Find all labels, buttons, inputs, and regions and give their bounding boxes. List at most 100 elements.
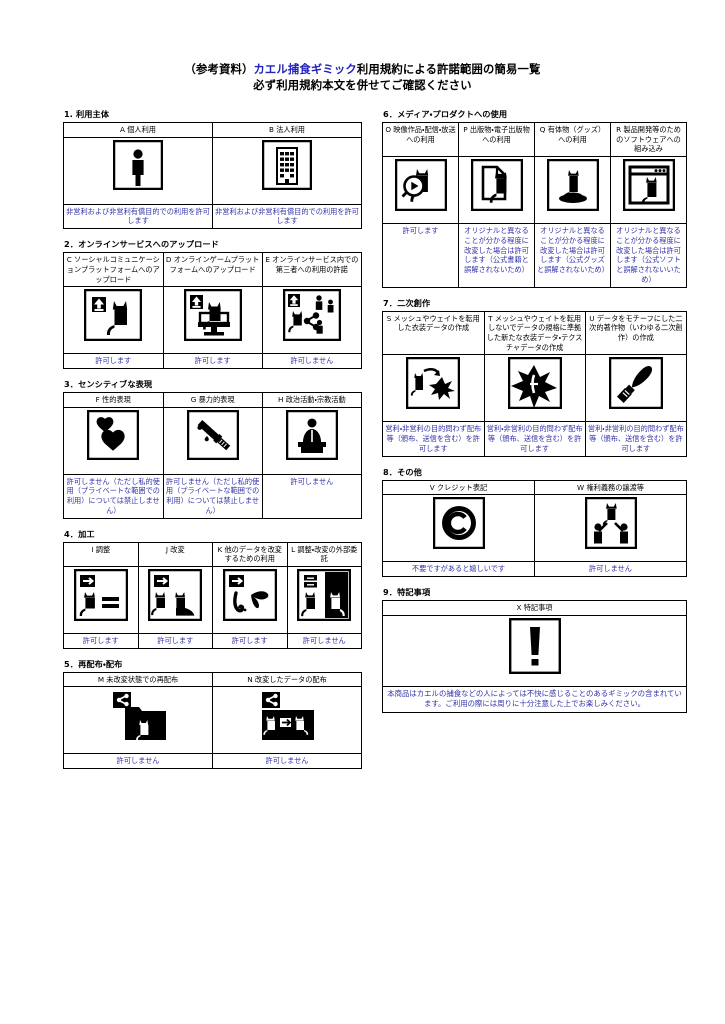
cell-icon-B bbox=[212, 136, 362, 205]
table-row: C ソーシャルコミュニケーションプラットフォームへのアップロード D オンライン… bbox=[63, 252, 363, 288]
section-3-table: F 性的表現 G 暴力的表現 H 政治活動・宗教活動 bbox=[63, 391, 363, 519]
cell-result-K: 許可します bbox=[212, 633, 288, 649]
exclamation-icon bbox=[508, 617, 561, 674]
cell-header-Q: Q 有体物（グッズ）への利用 bbox=[534, 122, 611, 157]
cell-icon-F bbox=[63, 406, 164, 475]
cell-header-P: P 出版物・電子出版物への利用 bbox=[458, 122, 535, 157]
cell-icon-J bbox=[137, 566, 213, 635]
table-row bbox=[63, 136, 362, 205]
cell-header-C: C ソーシャルコミュニケーションプラットフォームへのアップロード bbox=[63, 252, 164, 288]
cell-header-K: K 他のデータを改変するための利用 bbox=[212, 541, 288, 568]
table-row: V クレジット表記 W 権利義務の譲渡等 bbox=[382, 479, 687, 496]
title-product-name: カエル捕食ギミック bbox=[253, 63, 357, 76]
table-row bbox=[63, 286, 363, 355]
cell-result-E: 許可しません bbox=[261, 353, 363, 369]
cell-result-L: 許可しません bbox=[286, 633, 362, 649]
table-row: 許可しません（ただし私的使用（プライベートな範囲での利用）については禁止しません… bbox=[63, 473, 363, 519]
table-row: 本商品はカエルの捕食などの人によっては不快に感じることのあるギミックの含まれてい… bbox=[382, 685, 687, 713]
cell-result-B: 非営利および非営利有償目的での利用を許可します bbox=[212, 203, 362, 230]
section-7: 7．二次創作 S メッシュやウェイトを転用した衣装データの作成 T メッシュやウ… bbox=[382, 297, 688, 457]
cell-result-I: 許可します bbox=[63, 633, 139, 649]
section-8: 8．その他 V クレジット表記 W 権利義務の譲渡等 bbox=[382, 466, 687, 577]
section-6-table: O 映像作品・配信・放送への利用 P 出版物・電子出版物への利用 Q 有体物（グ… bbox=[382, 122, 687, 288]
table-row: S メッシュやウェイトを転用した衣装データの作成 T メッシュやウェイトを転用し… bbox=[382, 310, 688, 356]
cell-header-X: X 特記事項 bbox=[382, 600, 687, 616]
cell-result-H: 許可しません bbox=[261, 473, 363, 519]
brush-icon bbox=[608, 357, 663, 410]
upload-cat-icon bbox=[84, 289, 143, 342]
cell-icon-M bbox=[63, 686, 213, 755]
title-line-2: 必ず利用規約本文を併せてご確認ください bbox=[253, 79, 472, 93]
section-5-table: M 未改変状態での再配布 N 改変したデータの配布 bbox=[63, 671, 362, 770]
table-row: X 特記事項 bbox=[382, 600, 687, 616]
cell-icon-Q bbox=[534, 155, 611, 224]
cell-result-N: 許可しません bbox=[212, 753, 362, 770]
cell-icon-U bbox=[584, 354, 688, 423]
person-icon bbox=[113, 139, 163, 190]
title-prefix: （参考資料） bbox=[184, 63, 254, 76]
cell-header-L: L 調整・改変の外部委託 bbox=[286, 541, 362, 568]
section-4: 4．加工 I 調整 J 改変 K 他のデータを改変するための利用 L 調整・改変… bbox=[63, 528, 362, 649]
section-5-heading: 5．再配布・配布 bbox=[64, 658, 123, 669]
document-cat-icon bbox=[470, 158, 523, 211]
cell-header-A: A 個人利用 bbox=[63, 122, 213, 138]
cell-header-D: D オンラインゲームプラットフォームへのアップロード bbox=[162, 252, 263, 288]
cell-icon-K bbox=[212, 566, 288, 635]
transfer-rights-icon bbox=[584, 497, 637, 550]
cell-icon-A bbox=[63, 136, 213, 205]
cat-outsource-icon bbox=[297, 569, 352, 622]
table-row bbox=[382, 614, 687, 687]
cell-icon-T bbox=[483, 354, 586, 423]
video-play-cat-icon bbox=[394, 158, 447, 211]
section-3: 3．センシティブな表現 F 性的表現 G 暴力的表現 H 政治活動・宗教活動 bbox=[63, 378, 363, 519]
cell-result-R: オリジナルと異なることが分かる程度に改変した場合は許可します（公式ソフトと誤解さ… bbox=[610, 222, 687, 288]
share-cat-people-icon bbox=[282, 289, 341, 342]
table-row: A 個人利用 B 法人利用 bbox=[63, 122, 362, 138]
cell-icon-N bbox=[212, 686, 362, 755]
right-column: 6．メディア・プロダクトへの使用 O 映像作品・配信・放送への利用 P 出版物・… bbox=[382, 108, 688, 722]
cell-result-S: 営利・非営利の目的問わず配布等（頒布、送信を含む）を許可します bbox=[382, 421, 485, 457]
section-6: 6．メディア・プロダクトへの使用 O 映像作品・配信・放送への利用 P 出版物・… bbox=[382, 108, 687, 288]
cell-result-X: 本商品はカエルの捕食などの人によっては不快に感じることのあるギミックの含まれてい… bbox=[382, 685, 687, 713]
section-7-heading: 7．二次創作 bbox=[383, 297, 431, 308]
table-row: 許可します 許可します 許可しません bbox=[63, 353, 363, 369]
figure-goods-cat-icon bbox=[546, 158, 599, 211]
cell-header-I: I 調整 bbox=[63, 541, 139, 568]
share-modified-cat-icon bbox=[256, 689, 318, 743]
building-icon bbox=[262, 139, 312, 190]
section-9-heading: 9．特記事項 bbox=[383, 587, 431, 597]
table-row: O 映像作品・配信・放送への利用 P 出版物・電子出版物への利用 Q 有体物（グ… bbox=[382, 122, 687, 157]
mesh-new-icon bbox=[507, 357, 562, 410]
cell-header-G: G 暴力的表現 bbox=[162, 391, 263, 408]
cat-modified-icon bbox=[148, 569, 203, 622]
upload-cat-monitor-icon bbox=[183, 289, 242, 342]
section-5: 5．再配布・配布 M 未改変状態での再配布 N 改変したデータの配布 bbox=[63, 658, 362, 770]
cell-header-O: O 映像作品・配信・放送への利用 bbox=[382, 122, 459, 157]
section-7-table: S メッシュやウェイトを転用した衣装データの作成 T メッシュやウェイトを転用し… bbox=[382, 310, 688, 457]
page-title: （参考資料）カエル捕食ギミック利用規約による許諾範囲の簡易一覧 必ず利用規約本文… bbox=[0, 0, 725, 94]
cell-result-G: 許可しません（ただし私的使用（プライベートな範囲での利用）については禁止しません… bbox=[162, 473, 263, 519]
cell-result-Q: オリジナルと異なることが分かる程度に改変した場合は許可します（公式グッズと誤解さ… bbox=[534, 222, 611, 288]
cell-icon-R bbox=[610, 155, 687, 224]
section-6-heading: 6．メディア・プロダクトへの使用 bbox=[383, 109, 508, 120]
table-row: 営利・非営利の目的問わず配布等（頒布、送信を含む）を許可します 営利・非営利の目… bbox=[382, 421, 688, 457]
cat-equals-icon bbox=[73, 569, 128, 622]
content-columns: 1. 利用主体 A 個人利用 B 法人利用 bbox=[0, 94, 725, 778]
cell-icon-I bbox=[63, 566, 139, 635]
table-row: 不要ですがあると嬉しいです 許可しません bbox=[382, 561, 687, 577]
cell-header-U: U データをモチーフにした二次的著作物（いわゆる二次創作）の作成 bbox=[584, 310, 688, 356]
section-8-heading: 8．その他 bbox=[383, 466, 422, 477]
table-row: I 調整 J 改変 K 他のデータを改変するための利用 L 調整・改変の外部委託 bbox=[63, 541, 362, 568]
cell-result-J: 許可します bbox=[137, 633, 213, 649]
left-column: 1. 利用主体 A 個人利用 B 法人利用 bbox=[63, 108, 363, 778]
cell-icon-V bbox=[382, 494, 535, 563]
cell-icon-L bbox=[286, 566, 362, 635]
section-1-table: A 個人利用 B 法人利用 bbox=[63, 122, 362, 230]
table-row: 許可します 許可します 許可します 許可しません bbox=[63, 633, 362, 649]
table-row bbox=[382, 494, 687, 563]
cell-result-F: 許可しません（ただし私的使用（プライベートな範囲での利用）については禁止しません… bbox=[63, 473, 164, 519]
section-2-heading: 2．オンラインサービスへのアップロード bbox=[64, 239, 219, 250]
table-row: M 未改変状態での再配布 N 改変したデータの配布 bbox=[63, 671, 362, 688]
hearts-icon bbox=[87, 409, 140, 460]
